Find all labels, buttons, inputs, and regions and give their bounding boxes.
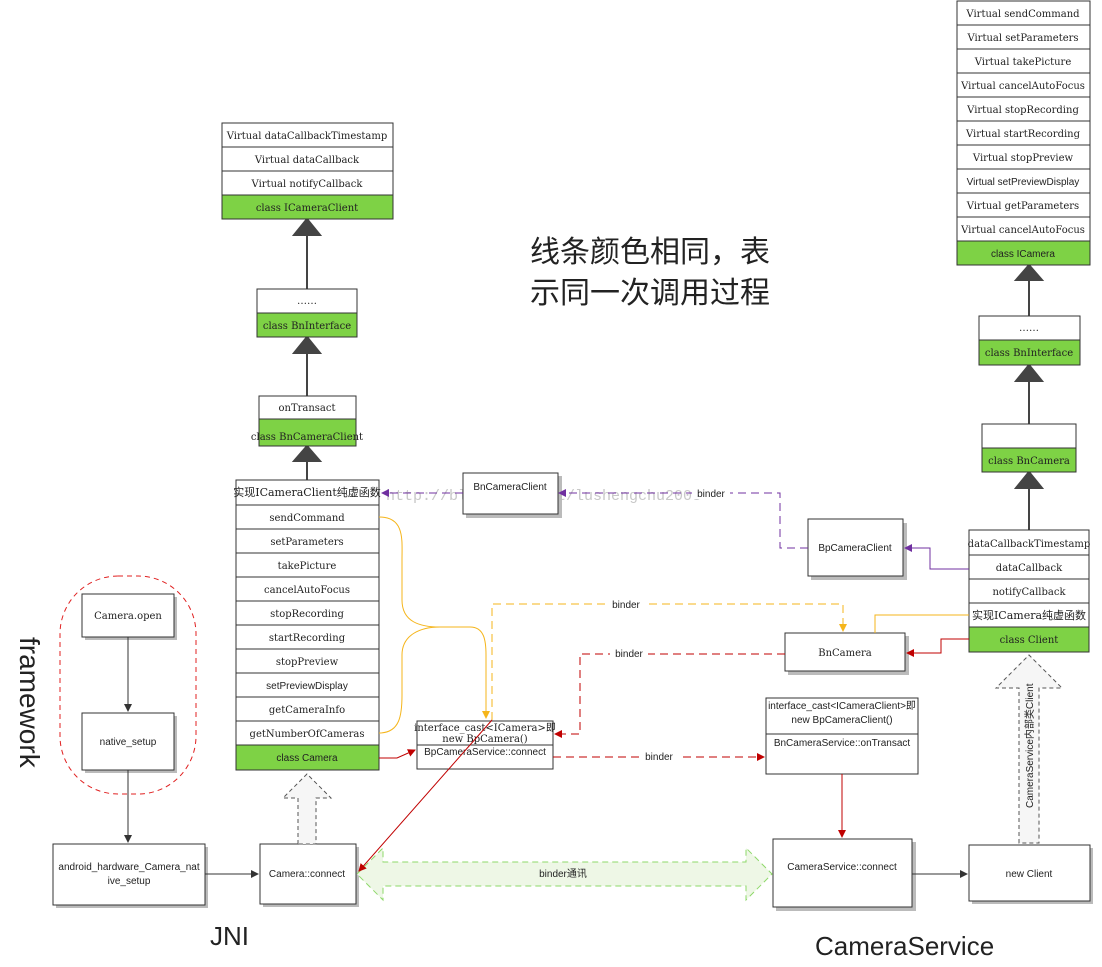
bncamera-class: class BnCamera bbox=[981, 423, 1077, 473]
class-item: dataCallback bbox=[996, 563, 1063, 574]
class-item: Virtual setPreviewDisplay bbox=[967, 177, 1080, 188]
class-item: startRecording bbox=[269, 633, 346, 644]
node-label: CameraService::connect bbox=[787, 862, 897, 873]
bncameraclient-node: BnCameraClient bbox=[462, 472, 562, 518]
bpcameraclient-node: BpCameraClient bbox=[807, 518, 907, 580]
bninterface-right-class: …… class BnInterface bbox=[978, 315, 1081, 366]
class-item: Virtual sendCommand bbox=[965, 9, 1080, 20]
cameraservice-connect-node: CameraService::connect bbox=[772, 838, 916, 911]
binder-red-top-label: binder bbox=[615, 649, 643, 660]
framework-label: framework bbox=[14, 637, 45, 769]
class-item: Virtual startRecording bbox=[965, 129, 1081, 140]
class-item: Virtual takePicture bbox=[974, 57, 1072, 68]
node-label: android_hardware_Camera_nat bbox=[58, 862, 199, 873]
class-item: …… bbox=[297, 296, 317, 307]
class-name: class BnInterface bbox=[985, 348, 1073, 359]
class-item: Virtual notifyCallback bbox=[251, 179, 364, 190]
class-item: sendCommand bbox=[269, 513, 345, 524]
class-name: class ICameraClient bbox=[256, 203, 358, 214]
class-item: cancelAutoFocus bbox=[264, 585, 350, 596]
heading-line-1: 线条颜色相同，表 bbox=[530, 236, 770, 269]
node-label: ive_setup bbox=[108, 876, 151, 887]
class-item: onTransact bbox=[278, 403, 335, 414]
class-item: dataCallbackTimestamp bbox=[968, 539, 1091, 550]
class-name: class Client bbox=[1000, 635, 1059, 646]
class-item: takePicture bbox=[278, 561, 337, 572]
camera-connect-node: Camera::connect bbox=[259, 843, 359, 907]
binder-comm-label: binder通讯 bbox=[539, 868, 587, 880]
class-name: class BnInterface bbox=[263, 321, 351, 332]
class-item: Virtual cancelAutoFocus bbox=[960, 81, 1085, 92]
bpcameraservice-node: interface_cast<ICamera>即 new BpCamera() … bbox=[414, 720, 556, 770]
class-item: setPreviewDisplay bbox=[266, 681, 348, 692]
hollow-arrows bbox=[281, 654, 1064, 845]
cameraservice-inner-label: CameraService内部类Client bbox=[1023, 683, 1036, 808]
class-item: Virtual getParameters bbox=[966, 201, 1079, 212]
node-label: BpCameraService::connect bbox=[424, 747, 546, 758]
class-item: 实现ICamera纯虚函数 bbox=[972, 608, 1086, 622]
class-item: setParameters bbox=[270, 537, 343, 548]
bncameraclient-class: onTransact class BnCameraClient bbox=[251, 395, 363, 447]
camera-open-node: Camera.open bbox=[81, 593, 177, 640]
node-label: Camera::connect bbox=[269, 869, 345, 880]
bncameraservice-node: interface_cast<ICameraClient>即 new BpCam… bbox=[765, 697, 919, 775]
node-label: BnCameraClient bbox=[473, 482, 547, 493]
purple-lines bbox=[381, 489, 969, 570]
jni-label: JNI bbox=[210, 921, 249, 951]
class-item: 实现ICameraClient纯虚函数 bbox=[233, 485, 381, 499]
class-name: class Camera bbox=[276, 753, 338, 764]
node-label: Camera.open bbox=[94, 611, 162, 622]
bncamera-node: BnCamera bbox=[784, 632, 909, 675]
native-setup-node: native_setup bbox=[81, 712, 177, 773]
class-item: Virtual cancelAutoFocus bbox=[960, 225, 1085, 236]
class-name: class ICamera bbox=[991, 249, 1055, 260]
android-native-setup-node: android_hardware_Camera_nat ive_setup bbox=[52, 843, 208, 908]
inheritance-lines bbox=[291, 217, 1045, 530]
node-label: new BpCameraClient() bbox=[791, 715, 892, 726]
class-item: Virtual dataCallback bbox=[254, 155, 360, 166]
node-label: BnCameraService::onTransact bbox=[774, 738, 911, 749]
new-client-node: new Client bbox=[968, 844, 1093, 904]
node-label: native_setup bbox=[100, 737, 157, 748]
class-item: Virtual stopRecording bbox=[966, 105, 1079, 116]
node-label: new BpCamera() bbox=[442, 734, 528, 745]
class-item: …… bbox=[1019, 323, 1039, 334]
class-item: notifyCallback bbox=[992, 587, 1066, 598]
class-item: stopPreview bbox=[276, 657, 339, 668]
node-label: BnCamera bbox=[818, 648, 872, 659]
icamera-class: Virtual sendCommand Virtual setParameter… bbox=[956, 0, 1091, 266]
binder-red-mid-label: binder bbox=[645, 752, 673, 763]
shadowed-nodes: BnCameraClient BpCameraClient BnCamera C… bbox=[52, 472, 1093, 911]
icameraclient-class: Virtual dataCallbackTimestamp Virtual da… bbox=[221, 122, 394, 220]
class-item: Virtual setParameters bbox=[966, 33, 1078, 44]
class-item: Virtual stopPreview bbox=[972, 153, 1074, 164]
class-item: getCameraInfo bbox=[269, 705, 345, 716]
yellow-lines bbox=[378, 516, 969, 734]
client-class: dataCallbackTimestamp dataCallback notif… bbox=[968, 529, 1091, 653]
binder-yellow-label: binder bbox=[612, 600, 640, 611]
framework-boundary bbox=[59, 575, 197, 795]
class-name: class BnCamera bbox=[988, 456, 1070, 467]
class-item: stopRecording bbox=[270, 609, 344, 620]
heading-line-2: 示同一次调用过程 bbox=[530, 277, 770, 310]
cameraservice-label: CameraService bbox=[815, 931, 994, 961]
class-name: class BnCameraClient bbox=[251, 432, 363, 443]
icameraclient-class-header bbox=[221, 194, 394, 220]
node-label: BpCameraClient bbox=[818, 543, 892, 554]
node-label: new Client bbox=[1006, 869, 1053, 880]
bninterface-left-class: …… class BnInterface bbox=[256, 288, 358, 338]
binder-purple-label: binder bbox=[697, 489, 725, 500]
camera-class: 实现ICameraClient纯虚函数 sendCommand setParam… bbox=[233, 479, 381, 771]
node-label: interface_cast<ICameraClient>即 bbox=[768, 700, 916, 712]
class-item: getNumberOfCameras bbox=[250, 729, 365, 740]
class-item: Virtual dataCallbackTimestamp bbox=[226, 131, 387, 142]
black-arrows bbox=[124, 637, 968, 878]
